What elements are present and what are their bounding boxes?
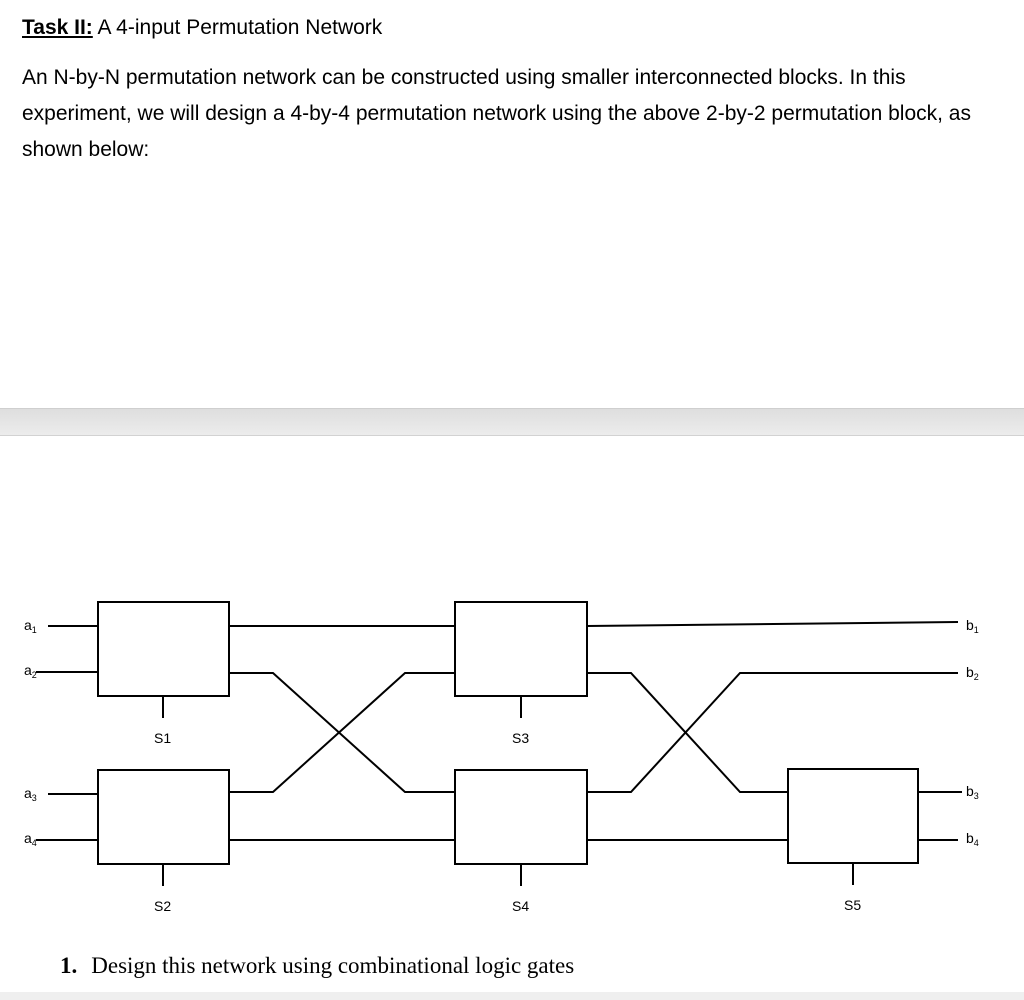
document-page: Task II: A 4-input Permutation Network A… [0, 0, 1024, 408]
block-label-s2: S2 [154, 898, 171, 914]
question-item: 1. Design this network using combinationa… [60, 952, 574, 980]
wire-s3-to-s5-cross [587, 672, 788, 793]
block-s3 [454, 601, 588, 697]
question-text: Design this network using combinational … [91, 953, 575, 978]
task-label: Task II: [22, 16, 93, 39]
task-title: A 4-input Permutation Network [97, 16, 383, 39]
page-bottom-edge [0, 992, 1024, 1000]
input-label-a1: a1 [24, 617, 37, 635]
output-label-b4: b4 [966, 830, 979, 848]
block-label-s4: S4 [512, 898, 529, 914]
wire-s1-to-s4-cross [229, 672, 455, 793]
block-label-s5: S5 [844, 897, 861, 913]
intro-paragraph: An N-by-N permutation network can be con… [22, 66, 971, 161]
task-heading: Task II: A 4-input Permutation Network [22, 14, 382, 42]
block-s2 [97, 769, 230, 865]
page-break-divider [0, 408, 1024, 436]
block-s4 [454, 769, 588, 865]
wire-s2-to-s3-cross [229, 672, 455, 793]
block-label-s3: S3 [512, 730, 529, 746]
input-label-a3: a3 [24, 785, 37, 803]
block-s5 [787, 768, 919, 864]
input-label-a4: a4 [24, 830, 37, 848]
output-label-b3: b3 [966, 783, 979, 801]
question-number: 1. [60, 953, 78, 978]
block-s1 [97, 601, 230, 697]
input-label-a2: a2 [24, 662, 37, 680]
block-label-s1: S1 [154, 730, 171, 746]
output-label-b2: b2 [966, 664, 979, 682]
permutation-network-diagram: S1 S2 S3 S4 S5 a1 a2 a3 a4 b1 b2 b3 b4 [24, 601, 979, 914]
wire-s3-to-b1 [586, 621, 959, 627]
output-label-b1: b1 [966, 617, 979, 635]
wire-s4-to-b2-cross [587, 672, 958, 793]
